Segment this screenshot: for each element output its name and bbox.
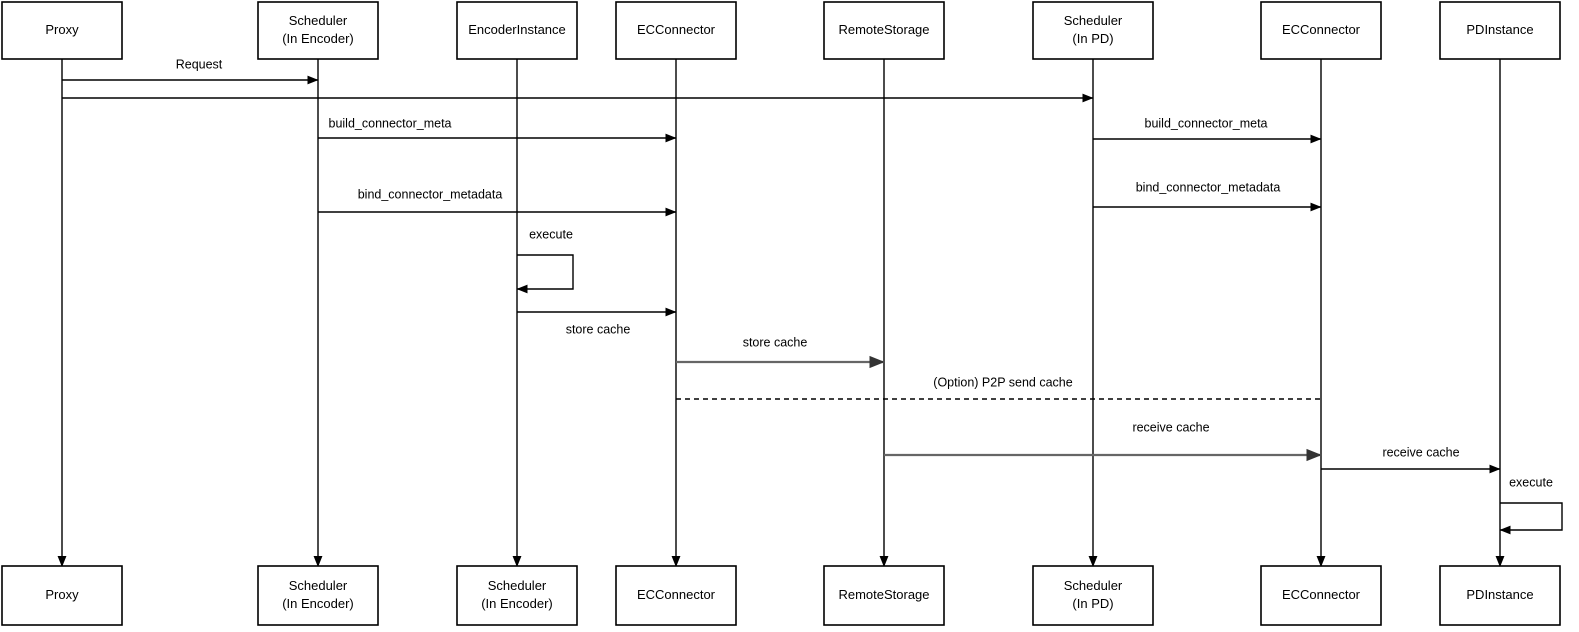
message-label-m5: bind_connector_metadata [358,187,503,201]
bottom-participant-box-proxy[interactable]: Proxy [1,565,123,626]
bottom-box-rect-ecconn_pd [1260,565,1382,626]
self-message-s1[interactable]: execute [516,227,574,294]
message-label-m6: bind_connector_metadata [1136,180,1281,194]
bottom-box-label-line1-encoder_inst: Scheduler [488,578,547,593]
bottom-box-label-pd_inst: PDInstance [1466,587,1533,602]
top-participant-box-sched_pd[interactable]: Scheduler (In PD) [1032,1,1154,60]
top-participant-box-pd_inst[interactable]: PDInstance [1439,1,1561,60]
top-box-rect-encoder_inst [456,1,578,60]
bottom-box-label-remote_store: RemoteStorage [838,587,929,602]
top-box-rect-sched_pd [1032,1,1154,60]
bottom-box-label-line1-sched_enc: Scheduler [289,578,348,593]
self-message-path-s1 [516,254,574,294]
message-m10[interactable]: receive cache [884,420,1322,462]
top-participant-box-proxy[interactable]: Proxy [1,1,123,60]
message-label-m7: store cache [566,322,631,336]
bottom-participant-box-encoder_inst[interactable]: Scheduler (In Encoder) [456,565,578,626]
top-box-label-line2-sched_enc: (In Encoder) [282,31,354,46]
bottom-participant-box-sched_enc[interactable]: Scheduler (In Encoder) [257,565,379,626]
self-message-label-s2: execute [1509,475,1553,489]
message-m5[interactable]: bind_connector_metadata [318,187,677,217]
message-label-m11: receive cache [1382,445,1459,459]
self-messages-group: execute execute [516,227,1563,535]
message-label-m3: build_connector_meta [329,116,452,130]
message-m9[interactable]: (Option) P2P send cache [676,375,1321,400]
top-box-rect-pd_inst [1439,1,1561,60]
bottom-participant-box-ecconn_pd[interactable]: ECConnector [1260,565,1382,626]
top-box-label-proxy: Proxy [45,22,79,37]
top-box-label-line2-sched_pd: (In PD) [1072,31,1113,46]
message-m7[interactable]: store cache [517,307,677,336]
bottom-box-label-line2-encoder_inst: (In Encoder) [481,596,553,611]
top-box-label-remote_store: RemoteStorage [838,22,929,37]
bottom-box-rect-sched_pd [1032,565,1154,626]
message-m4[interactable]: build_connector_meta [1093,116,1322,144]
top-box-label-pd_inst: PDInstance [1466,22,1533,37]
bottom-participant-box-ecconn_enc[interactable]: ECConnector [615,565,737,626]
lifelines-group [57,59,1505,568]
message-label-m8: store cache [743,335,808,349]
bottom-participant-box-sched_pd[interactable]: Scheduler (In PD) [1032,565,1154,626]
bottom-participant-box-remote_store[interactable]: RemoteStorage [823,565,945,626]
message-m11[interactable]: receive cache [1321,445,1501,474]
self-message-label-s1: execute [529,227,573,241]
message-m6[interactable]: bind_connector_metadata [1093,180,1322,212]
message-m8[interactable]: store cache [676,335,885,369]
bottom-box-label-line1-sched_pd: Scheduler [1064,578,1123,593]
top-participant-box-ecconn_pd[interactable]: ECConnector [1260,1,1382,60]
message-label-m9: (Option) P2P send cache [933,375,1072,389]
top-participant-box-sched_enc[interactable]: Scheduler (In Encoder) [257,1,379,60]
bottom-box-rect-remote_store [823,565,945,626]
self-message-s2[interactable]: execute [1499,475,1563,535]
message-label-m4: build_connector_meta [1145,116,1268,130]
bottom-box-rect-ecconn_enc [615,565,737,626]
top-box-label-ecconn_pd: ECConnector [1282,22,1361,37]
top-box-label-ecconn_enc: ECConnector [637,22,716,37]
bottom-box-rect-proxy [1,565,123,626]
top-box-rect-proxy [1,1,123,60]
bottom-box-label-ecconn_pd: ECConnector [1282,587,1361,602]
bottom-participant-boxes: Proxy Scheduler (In Encoder) Scheduler (In E… [1,565,1561,626]
bottom-box-rect-sched_enc [257,565,379,626]
self-message-path-s2 [1499,502,1563,535]
message-m1[interactable]: Request [62,57,319,85]
top-box-label-line1-sched_enc: Scheduler [289,13,348,28]
messages-group: Request build_connector_meta build_connect… [62,57,1501,474]
bottom-box-rect-pd_inst [1439,565,1561,626]
bottom-box-rect-encoder_inst [456,565,578,626]
top-participant-box-encoder_inst[interactable]: EncoderInstance [456,1,578,60]
top-box-rect-ecconn_enc [615,1,737,60]
top-participant-boxes: Proxy Scheduler (In Encoder) EncoderInstanc… [1,1,1561,60]
message-label-m10: receive cache [1132,420,1209,434]
top-participant-box-ecconn_enc[interactable]: ECConnector [615,1,737,60]
bottom-box-label-proxy: Proxy [45,587,79,602]
top-participant-box-remote_store[interactable]: RemoteStorage [823,1,945,60]
message-label-m1: Request [176,57,223,71]
top-box-rect-ecconn_pd [1260,1,1382,60]
top-box-label-encoder_inst: EncoderInstance [468,22,566,37]
top-box-label-line1-sched_pd: Scheduler [1064,13,1123,28]
top-box-rect-sched_enc [257,1,379,60]
top-box-rect-remote_store [823,1,945,60]
bottom-box-label-line2-sched_pd: (In PD) [1072,596,1113,611]
message-m3[interactable]: build_connector_meta [318,116,677,143]
bottom-box-label-ecconn_enc: ECConnector [637,587,716,602]
bottom-box-label-line2-sched_enc: (In Encoder) [282,596,354,611]
bottom-participant-box-pd_inst[interactable]: PDInstance [1439,565,1561,626]
